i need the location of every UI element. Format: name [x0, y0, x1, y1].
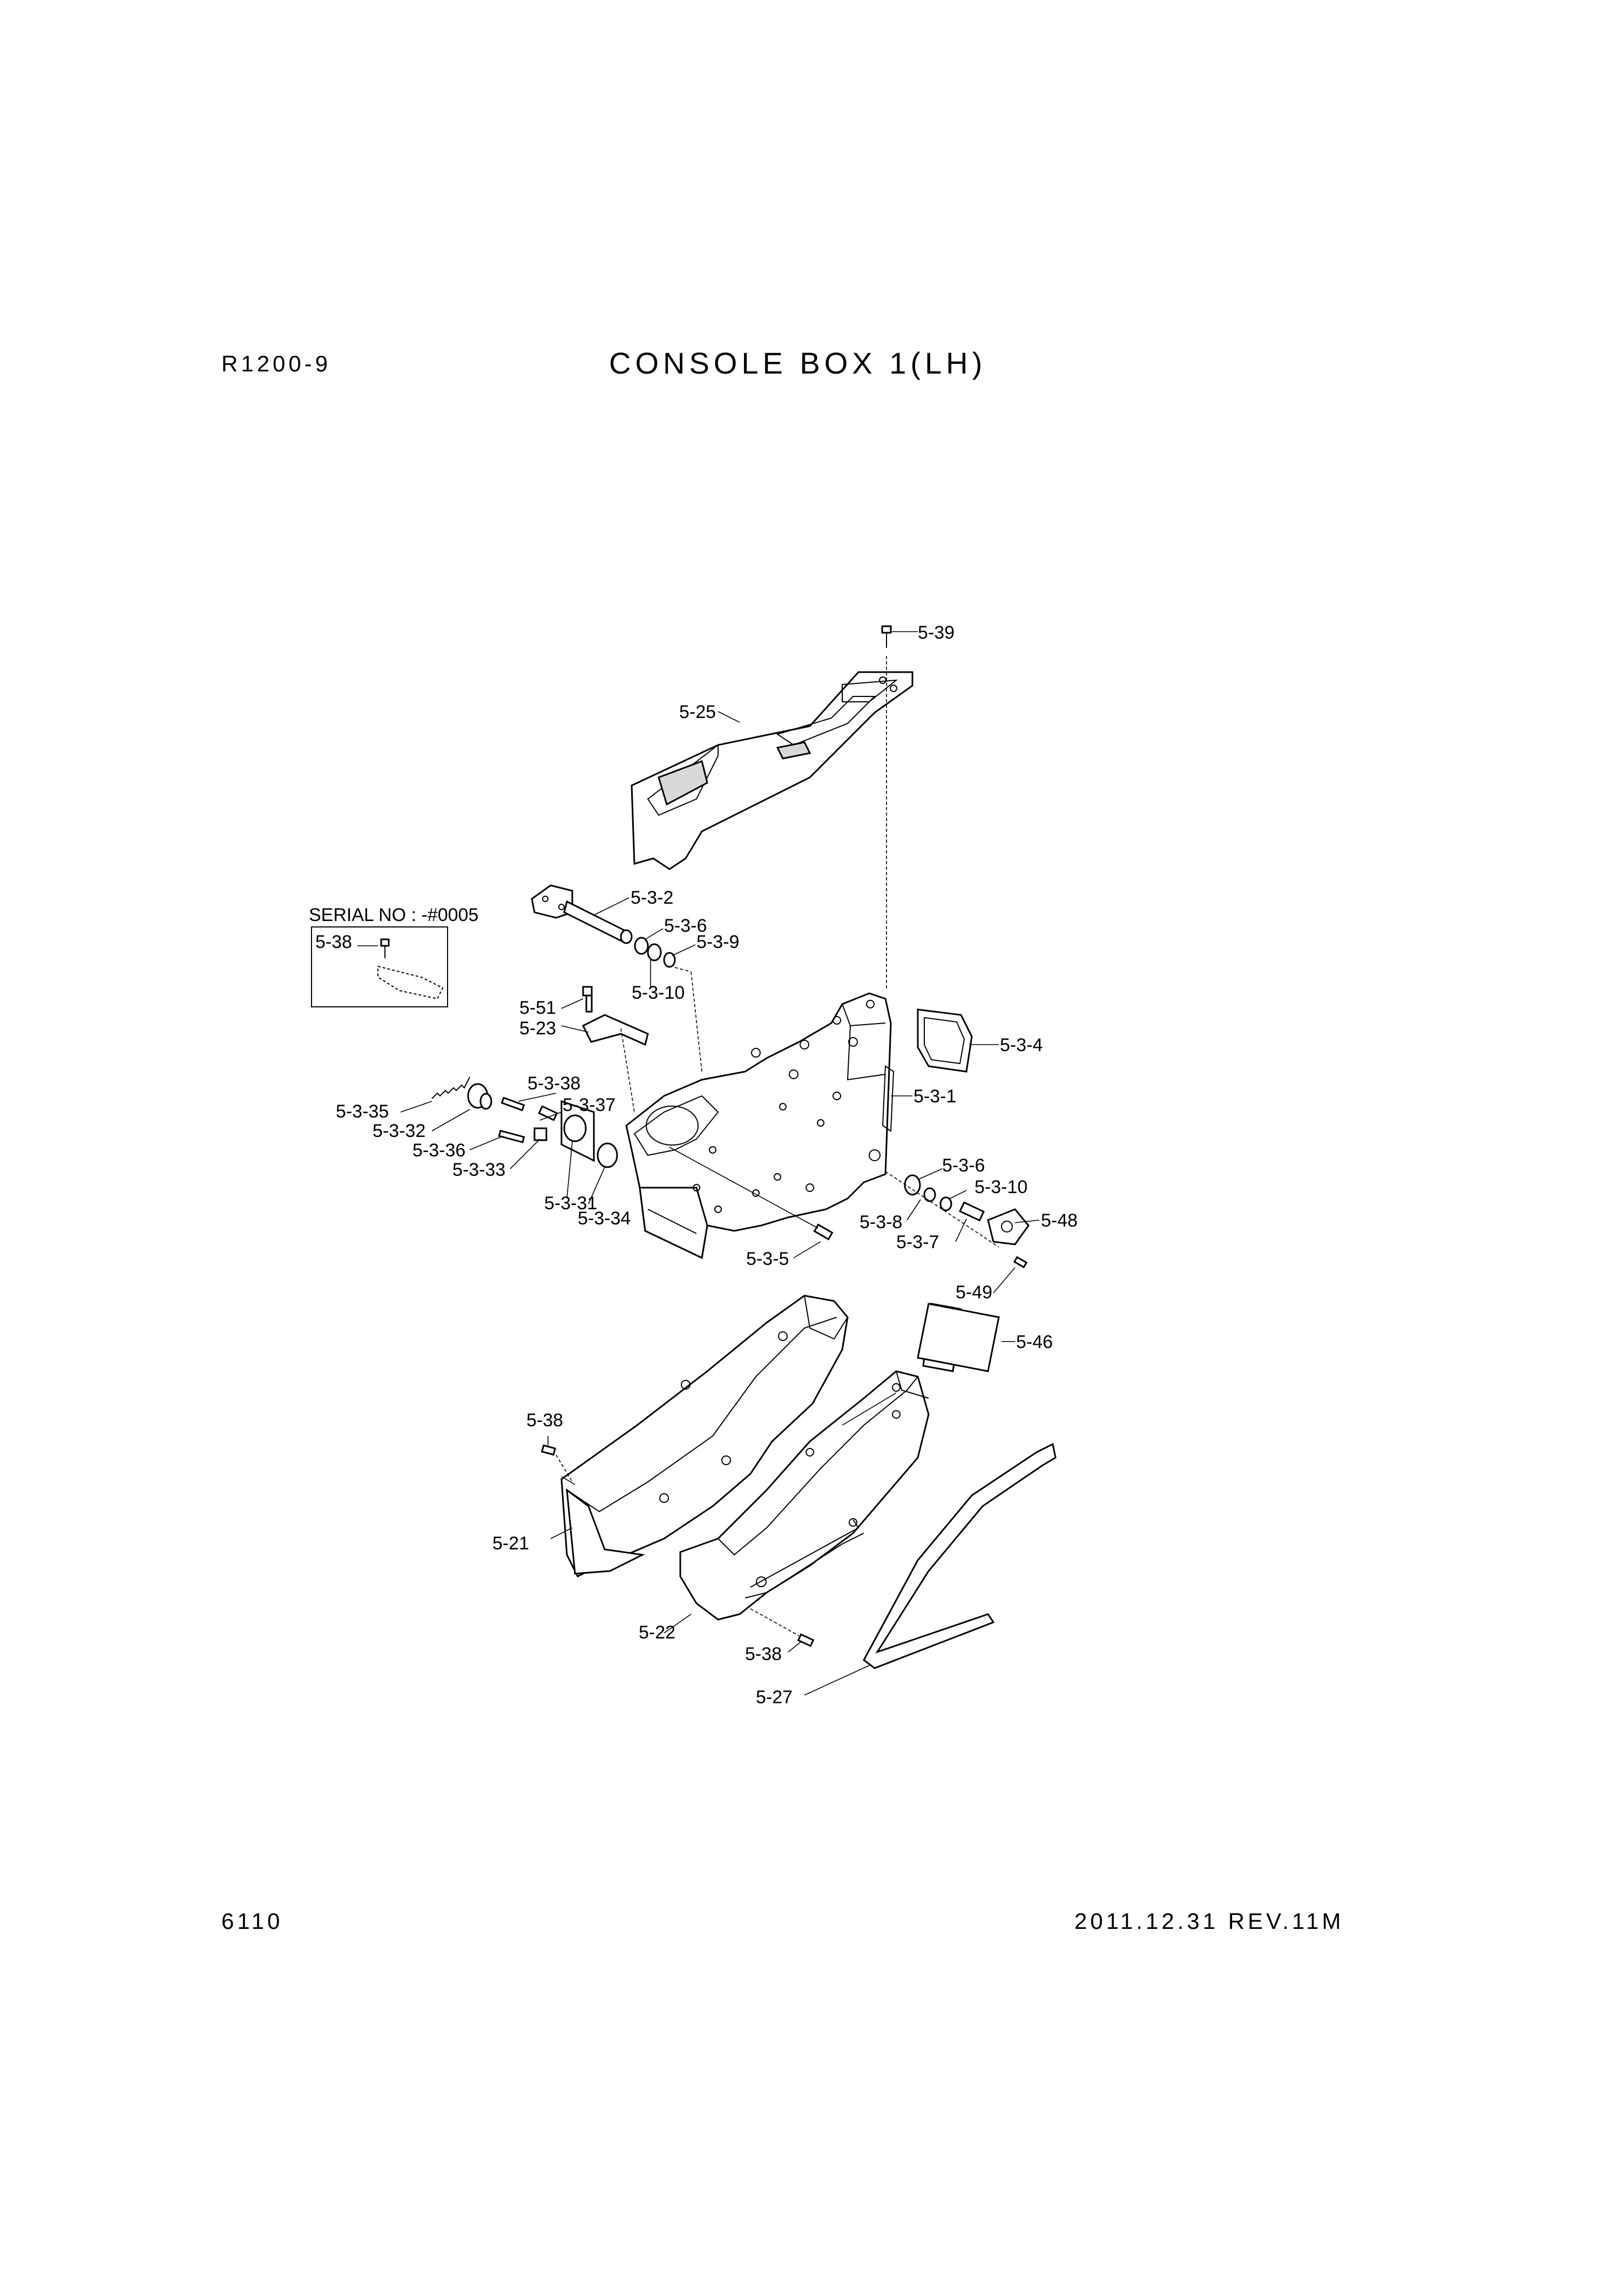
seal-rings-upper	[634, 928, 702, 1072]
callout-5-25: 5-25	[679, 702, 716, 722]
callout-5-46: 5-46	[1016, 1332, 1053, 1352]
callout-5-3-38: 5-3-38	[527, 1073, 580, 1094]
bolt-5-3-5	[669, 1147, 834, 1258]
callout-5-3-7: 5-3-7	[896, 1232, 939, 1252]
callout-5-3-10-upper: 5-3-10	[632, 983, 685, 1003]
screw-5-39	[881, 625, 918, 991]
revision-date: 2011.12.31 REV.11M	[1074, 1908, 1344, 1934]
page-title: CONSOLE BOX 1(LH)	[609, 346, 987, 380]
callout-5-3-32: 5-3-32	[373, 1121, 425, 1141]
main-frame-part	[625, 992, 912, 1259]
seal-strip-part	[804, 1442, 1057, 1696]
callout-5-3-6-upper: 5-3-6	[664, 916, 707, 936]
callout-5-3-34: 5-3-34	[578, 1208, 631, 1229]
callout-5-3-2: 5-3-2	[631, 888, 673, 908]
callout-5-49: 5-49	[956, 1282, 992, 1303]
callout-5-22: 5-22	[639, 1622, 675, 1643]
callout-5-3-10-lower: 5-3-10	[975, 1177, 1027, 1197]
callout-5-38-bottom: 5-38	[745, 1644, 782, 1664]
callout-5-21: 5-21	[492, 1533, 529, 1554]
callout-5-27: 5-27	[756, 1687, 793, 1708]
serial-inset-box	[311, 926, 448, 1007]
left-lower-cover-part	[560, 1295, 849, 1578]
callout-5-3-4: 5-3-4	[1000, 1035, 1043, 1055]
callout-5-51: 5-51	[519, 998, 556, 1018]
callout-5-3-36: 5-3-36	[412, 1140, 465, 1161]
spring-and-bearing-assembly	[400, 1076, 618, 1204]
callout-5-3-5: 5-3-5	[746, 1249, 789, 1269]
callout-5-48: 5-48	[1041, 1210, 1078, 1231]
callout-5-3-9: 5-3-9	[696, 932, 739, 952]
serial-number-label: SERIAL NO : -#0005	[309, 905, 478, 925]
callout-5-38-left: 5-38	[526, 1410, 563, 1431]
inset-callout-5-38: 5-38	[315, 932, 352, 952]
page-number: 6110	[221, 1908, 283, 1934]
label-leaders	[550, 711, 740, 1634]
right-side-hardware	[885, 1168, 1040, 1293]
top-cover-part	[631, 671, 914, 870]
callout-5-3-1: 5-3-1	[914, 1086, 956, 1107]
screws-5-38	[540, 1436, 815, 1652]
right-lower-cover-part	[679, 1370, 930, 1621]
gasket-5-3-4	[917, 1008, 999, 1073]
model-number: R1200-9	[221, 351, 331, 376]
lever-bracket-part	[531, 884, 633, 944]
label-plate-5-46	[917, 1303, 1015, 1372]
bolt-and-clamp	[561, 986, 649, 1113]
callout-5-3-8: 5-3-8	[860, 1212, 902, 1232]
callout-5-39: 5-39	[918, 622, 955, 643]
callout-5-3-37: 5-3-37	[563, 1095, 615, 1115]
callout-5-3-35: 5-3-35	[336, 1101, 389, 1122]
callout-5-3-31: 5-3-31	[544, 1193, 597, 1214]
callout-5-3-6-lower: 5-3-6	[942, 1155, 985, 1176]
callout-5-23: 5-23	[519, 1018, 556, 1039]
callout-5-3-33: 5-3-33	[452, 1160, 505, 1180]
